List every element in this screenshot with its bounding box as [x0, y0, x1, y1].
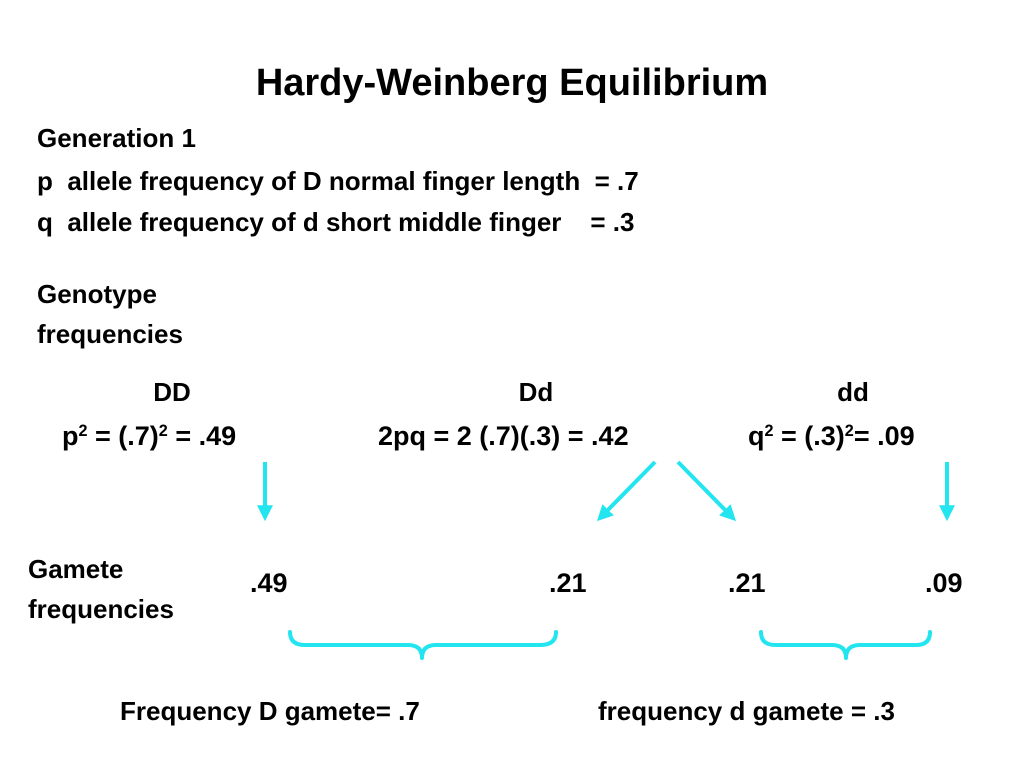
genotype-dd-upper-name: DD: [153, 377, 191, 407]
formula-part: = (.7): [87, 421, 159, 451]
superscript: 2: [78, 422, 88, 441]
gamete-value: .49: [250, 568, 288, 598]
summary-d-lower-gamete: frequency d gamete = .3: [598, 696, 895, 726]
p-allele-line: p allele frequency of D normal finger le…: [37, 166, 639, 196]
genotype-label-line1: Genotype: [37, 279, 157, 309]
gamete-label-line2: frequencies: [28, 594, 174, 624]
gamete-label-line1: Gamete: [28, 554, 124, 584]
summary-d-gamete: Frequency D gamete= .7: [120, 696, 420, 726]
genotype-dd-mixed-formula: 2pq = 2 (.7)(.3) = .42: [378, 421, 629, 451]
brace-d-lower-gametes: [759, 630, 932, 660]
superscript: 2: [844, 422, 854, 441]
superscript: 2: [158, 422, 168, 441]
page-title: Hardy-Weinberg Equilibrium: [255, 62, 769, 104]
superscript: 2: [764, 422, 774, 441]
arrow-dd-left: [596, 460, 657, 522]
formula-part: q: [748, 421, 765, 451]
genotype-dd-upper-formula: p2 = (.7)2 = .49: [62, 423, 236, 450]
genotype-label-line2: frequencies: [37, 319, 183, 349]
brace-d-gametes: [288, 630, 558, 660]
formula-part: = (.3): [773, 421, 845, 451]
gamete-value: .21: [549, 568, 587, 598]
formula-part: = .49: [167, 421, 237, 451]
arrow-dd-right: [676, 460, 737, 522]
formula-part: p: [62, 421, 79, 451]
formula-part: = .09: [853, 421, 915, 451]
generation-heading: Generation 1: [37, 123, 196, 153]
genotype-dd-lower-formula: q2 = (.3)2= .09: [748, 423, 915, 450]
q-allele-line: q allele frequency of d short middle fin…: [37, 207, 635, 237]
genotype-dd-lower-name: dd: [837, 377, 869, 407]
gamete-value: .09: [925, 568, 963, 598]
genotype-dd-mixed-name: Dd: [518, 377, 554, 407]
gamete-value: .21: [728, 568, 766, 598]
